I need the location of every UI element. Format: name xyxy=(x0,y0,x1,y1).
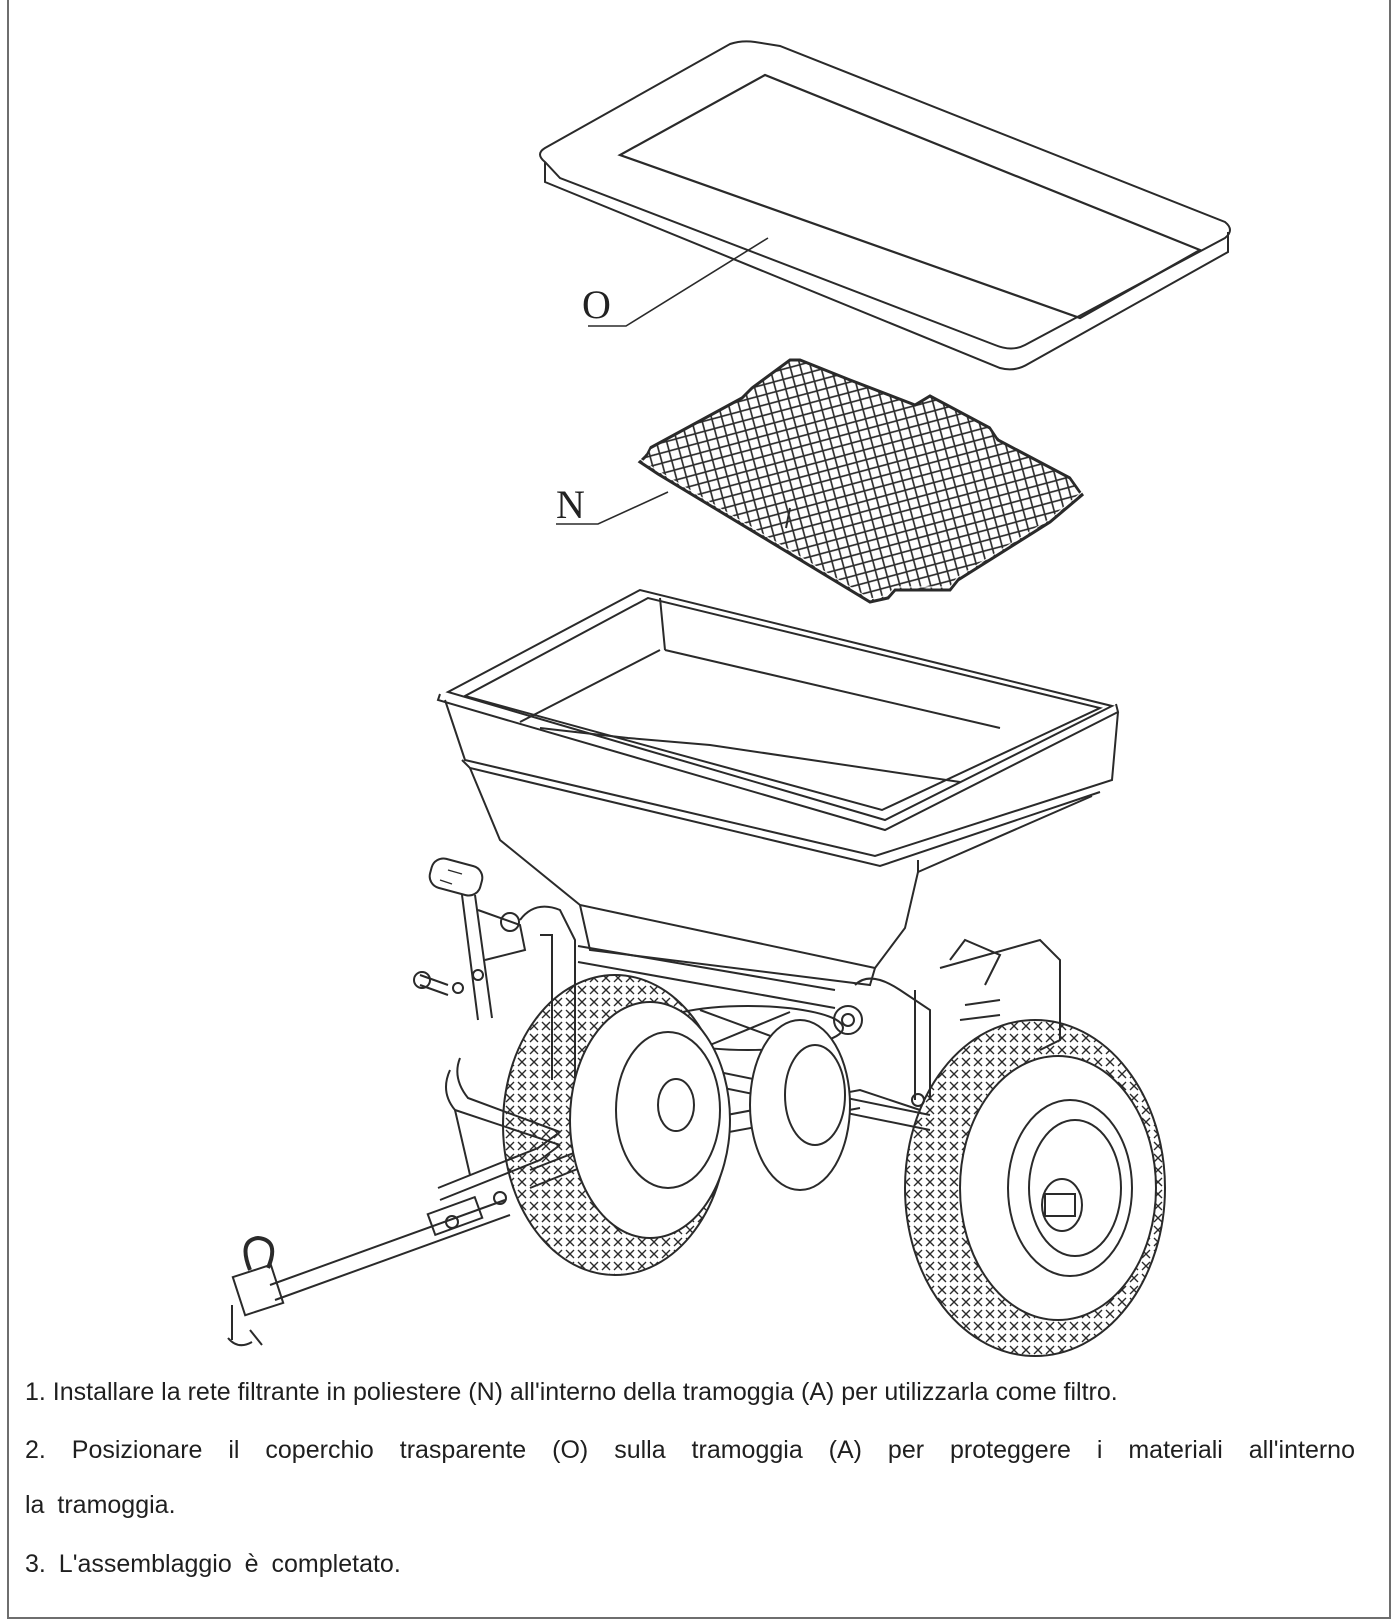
instruction-step-2-continued: la tramoggia. xyxy=(25,1491,176,1519)
hopper xyxy=(436,588,1120,987)
callout-label-n: N xyxy=(556,482,585,527)
right-wheel xyxy=(904,1019,1166,1357)
callout-label-o: O xyxy=(582,282,611,327)
instruction-step-2: 2. Posizionare il coperchio trasparente … xyxy=(25,1436,1355,1464)
instruction-step-1: 1. Installare la rete filtrante in polie… xyxy=(25,1378,1118,1406)
instruction-step-3: 3. L'assemblaggio è completato. xyxy=(25,1550,401,1578)
filter-mesh xyxy=(637,356,1085,604)
page-frame xyxy=(7,0,1391,1619)
lid-callout: O xyxy=(582,237,769,327)
assembly-diagram: O N xyxy=(227,40,1231,1357)
left-wheel xyxy=(502,974,851,1276)
mesh-callout: N xyxy=(556,482,669,527)
transparent-lid xyxy=(539,40,1231,371)
